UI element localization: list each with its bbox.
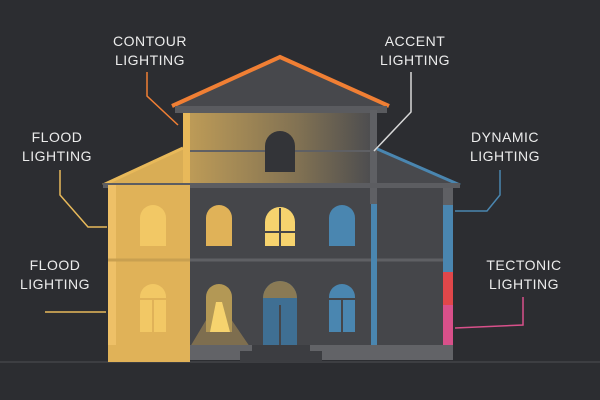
cornice [175, 106, 387, 113]
label-line: LIGHTING [488, 276, 560, 292]
dynamic-light-strip [443, 205, 453, 272]
label-line: LIGHTING [114, 52, 186, 68]
label-line: CONTOUR [112, 33, 188, 49]
label-line: LIGHTING [379, 52, 451, 68]
attic-window [265, 131, 295, 172]
main-roof [173, 57, 388, 106]
dynamic-roof-line [374, 146, 461, 187]
label-tectonic-lighting: TECTONIC LIGHTING [486, 256, 561, 294]
label-contour-lighting: CONTOUR LIGHTING [113, 32, 187, 70]
label-line: LIGHTING [19, 276, 91, 292]
label-line: ACCENT [384, 33, 446, 49]
accent-leader [373, 72, 412, 152]
label-line: DYNAMIC [470, 129, 540, 145]
dynamic-leader [455, 170, 501, 212]
label-line: FLOOD [31, 129, 83, 145]
label-flood-lighting-lower: FLOOD LIGHTING [20, 256, 90, 294]
accent-light-strip [371, 204, 377, 345]
tectonic-leader [454, 297, 524, 329]
contour-roof-line [171, 54, 390, 108]
label-accent-lighting: ACCENT LIGHTING [380, 32, 450, 70]
label-flood-lighting-upper: FLOOD LIGHTING [22, 128, 92, 166]
label-line: LIGHTING [469, 148, 541, 164]
front-steps [240, 351, 322, 362]
window [140, 205, 166, 246]
tectonic-light-red [443, 272, 453, 305]
flood-upper-leader [59, 170, 107, 228]
label-dynamic-lighting: DYNAMIC LIGHTING [470, 128, 540, 166]
label-line: TECTONIC [486, 257, 562, 273]
window [329, 205, 355, 246]
tectonic-light-pink [443, 305, 453, 345]
window [206, 205, 232, 246]
contour-leader [146, 72, 179, 126]
label-line: LIGHTING [21, 148, 93, 164]
label-line: FLOOD [29, 257, 81, 273]
